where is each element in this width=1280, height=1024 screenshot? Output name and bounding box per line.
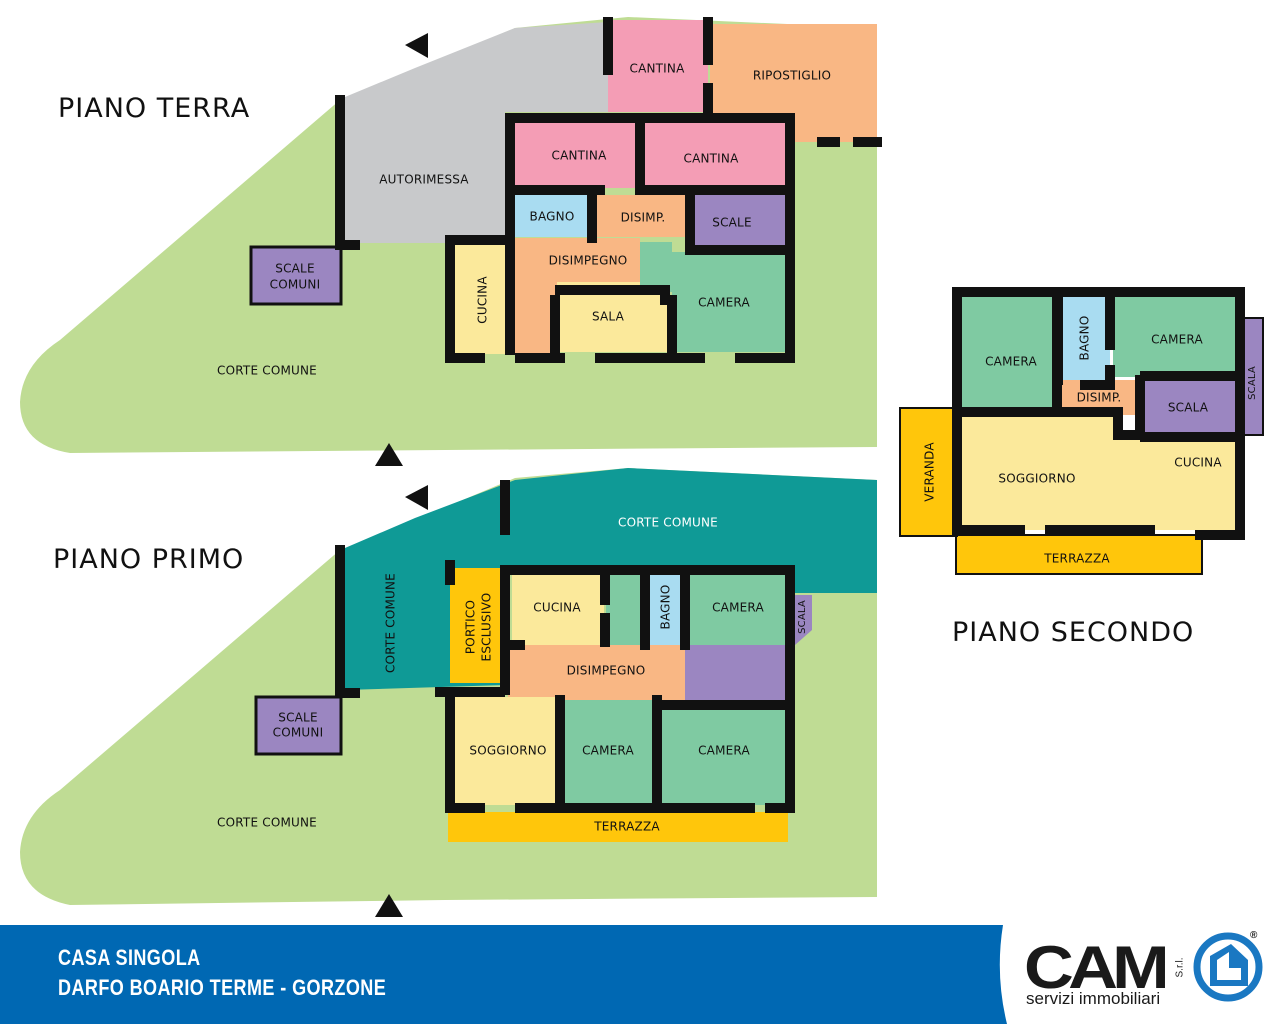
scale-room [690,195,785,251]
label: RIPOSTIGLIO [753,69,831,83]
label: CORTE COMUNE [384,573,398,673]
cucina-room [512,575,604,645]
label: PORTICO [464,600,478,654]
label: CORTE COMUNE [217,364,317,378]
label: VERANDA [923,442,937,502]
label: SALA [592,310,625,324]
label: CANTINA [683,152,739,166]
entrance-arrow-up-icon [375,443,403,466]
scala-room [790,595,812,645]
cantina-room-1 [515,122,638,188]
label: BAGNO [659,585,673,630]
label: CUCINA [1174,456,1222,470]
scale-comuni-box [249,245,343,306]
cantina-top-room [608,20,708,112]
label: SOGGIORNO [998,472,1075,486]
autorimessa-area [345,22,608,243]
cucina-room [455,242,510,354]
label: SCALE [278,711,317,725]
camera-room-2 [1113,297,1237,377]
label: DISIMPEGNO [567,664,646,678]
label: SCALE [712,216,751,230]
label: SCALE [275,262,314,276]
label: SOGGIORNO [469,744,546,758]
disimp-room [597,195,692,237]
label: CUCINA [533,601,581,615]
scale-comuni-box [254,695,343,756]
small-room [606,575,642,645]
soggiorno-room [455,697,557,805]
label: CAMERA [582,744,634,758]
label: DISIMPEGNO [549,254,628,268]
footer-banner [0,925,1280,1024]
bagno-room [650,575,683,645]
label: CAMERA [985,355,1037,369]
bagno-room [515,195,592,237]
label: DISIMP. [621,211,666,225]
terrazza-area [448,812,788,842]
portico-esclusivo-room [450,568,505,683]
property-type: CASA SINGOLA [58,945,201,970]
label: CAMERA [712,601,764,615]
label: SCALA [1247,366,1258,400]
piano-terra: PIANO TERRA CANTINA RIPOSTIGLIO AUTORIME… [20,17,882,466]
label: COMUNI [273,726,324,740]
purple-room [685,645,787,705]
scala-room [1145,377,1237,435]
label: BAGNO [1078,316,1092,361]
label: DISIMP. [1077,391,1122,405]
label: SCALA [1168,401,1209,415]
entrance-arrow-left-icon [405,485,428,510]
house-logo-icon [1193,932,1263,1002]
property-location: DARFO BOARIO TERME - GORZONE [58,975,387,1000]
piano-primo-title: PIANO PRIMO [53,544,244,575]
label: SCALA [797,600,808,634]
label: TERRAZZA [593,820,660,834]
label: ESCLUSIVO [480,593,494,662]
label: CORTE COMUNE [618,516,718,530]
camera-room-2 [562,700,655,805]
label: CAMERA [698,296,750,310]
label: CAMERA [698,744,750,758]
piano-secondo-title: PIANO SECONDO [952,617,1194,648]
disimpegno-room [515,238,640,355]
label: CAMERA [1151,333,1203,347]
label: TERRAZZA [1043,552,1110,566]
entrance-arrow-up-icon [375,894,403,917]
disimpegno-room [508,645,686,700]
camera-room-1 [962,297,1057,410]
camera-room-1 [688,575,785,645]
bagno-room [1060,297,1110,380]
piano-terra-title: PIANO TERRA [58,93,250,124]
cantina-room-2 [643,122,785,188]
label: CORTE COMUNE [217,816,317,830]
camera-room-3 [660,707,785,805]
terrazza-area [955,534,1203,575]
label: CANTINA [551,149,607,163]
piano-primo: PIANO PRIMO CORTE COMUNE CORTE COMUNE PO… [20,468,877,917]
label: CANTINA [629,62,685,76]
entrance-arrow-left-icon [405,33,428,58]
label: BAGNO [530,210,575,224]
soggiorno-room [962,417,1237,530]
label: COMUNI [270,278,321,292]
label: CUCINA [476,276,490,324]
piano-secondo: PIANO SECONDO CAMERA BAGNO CAMERA SCALA … [899,287,1264,648]
label: AUTORIMESSA [379,173,469,187]
